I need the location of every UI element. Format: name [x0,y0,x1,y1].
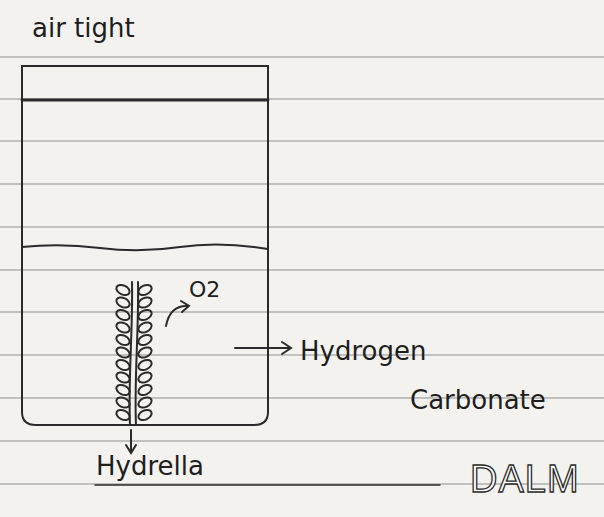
leaf [115,395,131,409]
leaf [115,345,131,359]
air-tight-lid [22,99,268,102]
leaf [137,395,153,409]
plant-pointer [130,430,132,452]
water-level [22,244,268,250]
gas-label: O2 [189,277,220,302]
leaf [137,333,153,347]
leaf [137,358,153,372]
leaf [115,308,131,322]
solution-label: Hydrogen Carbonate [300,327,554,426]
ruled-line [0,98,604,99]
leaf [137,283,153,297]
leaf [115,358,131,372]
leaf [115,383,131,397]
leaf [115,408,131,422]
watermark: DALM [470,458,580,502]
ruled-line [0,269,604,270]
oxygen-arrowhead [181,301,189,312]
ruled-line [0,183,604,184]
leaf [137,308,153,322]
pointer-arrowhead [282,342,291,354]
leaf [137,345,153,359]
ruled-line [0,56,604,57]
ruled-lines [0,57,604,484]
leaf [137,383,153,397]
leaf [137,408,153,422]
plant-label: Hydrella [96,452,204,482]
ruled-line [0,140,604,141]
leaf [115,295,131,309]
leaf [137,295,153,309]
underline [95,484,440,486]
ruled-line [0,440,604,441]
lid-label: air tight [32,14,135,44]
ruled-line [0,311,604,312]
leaf [115,370,131,384]
hydrilla-plant [115,282,153,425]
leaf [115,333,131,347]
beaker-outline [22,66,268,425]
leaf [137,370,153,384]
leaf [137,320,153,334]
ruled-line [0,226,604,227]
pointer-arrow [235,347,290,349]
leaf [115,320,131,334]
leaf [115,283,131,297]
